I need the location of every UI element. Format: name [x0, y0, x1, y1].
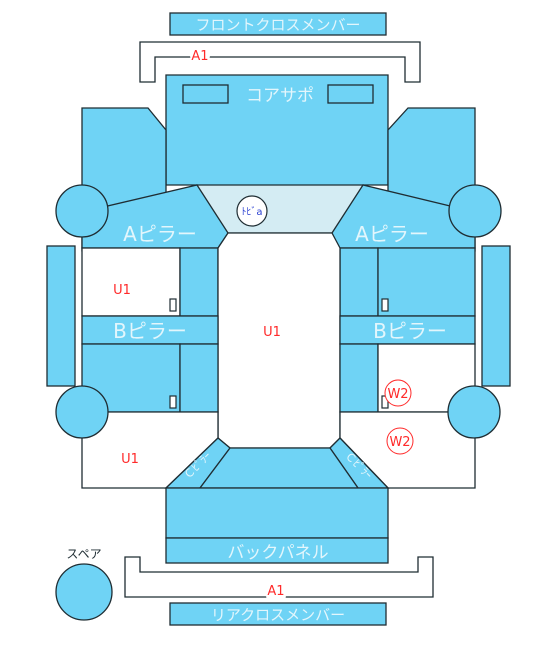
right-rear-door-inner[interactable] — [339, 343, 379, 413]
rear-bottom-marker — [266, 585, 286, 605]
right-front-door-handle — [381, 298, 389, 312]
roof[interactable] — [217, 232, 341, 449]
left-front-door-mark: U1 — [113, 283, 131, 298]
right-a-pillar-label: Aピラー — [355, 222, 429, 246]
spare-tire[interactable] — [55, 563, 113, 621]
windshield-marker — [236, 195, 268, 227]
left-rear-wheel[interactable] — [55, 385, 109, 439]
left-front-wheel[interactable] — [55, 184, 109, 238]
rear-bumper-outline — [124, 556, 434, 598]
trunk-lid[interactable] — [165, 487, 389, 539]
front-bumper-outline — [139, 41, 421, 83]
windshield-mark: ﾄﾋﾞa — [241, 206, 262, 218]
left-b-pillar-label: Bピラー — [113, 319, 187, 343]
back-panel[interactable] — [165, 537, 389, 564]
right-front-door[interactable] — [377, 247, 476, 317]
core-support-label: コアサポ — [246, 86, 314, 106]
front-top-marker — [190, 45, 210, 65]
right-b-pillar-label: Bピラー — [373, 319, 447, 343]
front-top-mark: A1 — [191, 49, 208, 64]
core-support-slot-left — [182, 84, 229, 104]
left-front-door-inner[interactable] — [179, 247, 219, 317]
right-rear-door-marker-2 — [386, 427, 414, 455]
roof-mark: U1 — [263, 325, 281, 340]
right-side-step[interactable] — [481, 245, 511, 387]
right-front-door-inner[interactable] — [339, 247, 379, 317]
right-rear-wheel[interactable] — [447, 385, 501, 439]
core-support-slot-right — [327, 84, 374, 104]
front-cross-member[interactable] — [169, 12, 387, 36]
left-b-pillar[interactable] — [81, 315, 219, 345]
left-rear-door-handle — [169, 395, 177, 409]
right-b-pillar[interactable] — [339, 315, 476, 345]
rear-cross-member[interactable] — [169, 602, 387, 626]
left-a-pillar-label: Aピラー — [123, 222, 197, 246]
right-rear-door-marker-1 — [384, 379, 412, 407]
left-side-step[interactable] — [46, 245, 76, 387]
rear-cross-member-label: リアクロスメンバー — [211, 606, 345, 624]
left-rear-door-inner[interactable] — [179, 343, 219, 413]
left-front-door[interactable] — [81, 247, 181, 317]
right-rear-door-mark-1: W2 — [387, 387, 408, 402]
left-rear-door-mark: U1 — [121, 452, 139, 467]
back-panel-label: バックパネル — [227, 543, 328, 563]
rear-bottom-mark: A1 — [267, 584, 284, 599]
front-cross-member-label: フロントクロスメンバー — [195, 16, 360, 34]
right-front-wheel[interactable] — [448, 184, 502, 238]
spare-tire-label: スペア — [66, 547, 101, 561]
left-front-door-handle — [169, 298, 177, 312]
right-rear-door-mark-2: W2 — [389, 435, 410, 450]
